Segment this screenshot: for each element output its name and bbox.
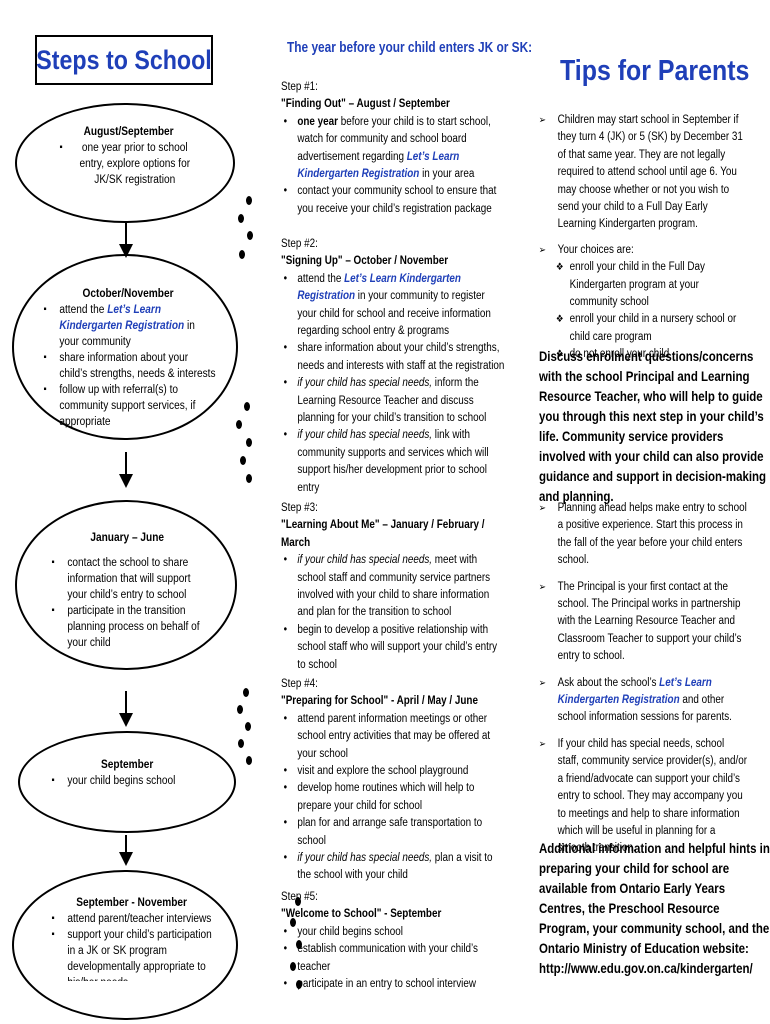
timeline-box-5-text: September - November attend parent/teach… [48, 895, 215, 981]
arrow-2 [125, 452, 127, 478]
ministry-url: http://www.edu.gov.on.ca/kindergarten/ [539, 960, 753, 976]
timeline-box-5 [12, 870, 238, 1020]
step-5: Step #5: "Welcome to School" - September… [281, 889, 506, 994]
timeline-box-1-text: August/September one year prior to schoo… [56, 124, 201, 188]
middle-heading: The year before your child enters JK or … [287, 40, 533, 56]
arrowhead-4 [119, 852, 133, 866]
timeline-box-4 [18, 731, 236, 833]
arrow-4 [125, 835, 127, 857]
timeline-box-3 [15, 500, 237, 670]
arrow-3 [125, 691, 127, 717]
timeline-box-2-text: October/November attend the Let’s Learn … [40, 286, 216, 430]
step-3: Step #3: "Learning About Me" – January /… [281, 500, 506, 674]
tips-title: Tips for Parents [560, 55, 750, 87]
step-4: Step #4: "Preparing for School" - April … [281, 676, 506, 885]
timeline-box-3-text: January – June contact the school to sha… [48, 530, 206, 651]
arrowhead-3 [119, 713, 133, 727]
tips-bold-discuss: Discuss enrolment questions/concerns wit… [539, 348, 767, 504]
timeline-box-4-text: September your child begins school [48, 757, 206, 789]
tips-block-1: Children may start school in September i… [537, 112, 748, 364]
tips-bold-additional: Additional information and helpful hints… [539, 838, 770, 978]
step-2: Step #2: "Signing Up" – October / Novemb… [281, 236, 506, 497]
title-box: Steps to School [35, 35, 213, 85]
timeline-box-2 [12, 254, 238, 440]
step-1: Step #1: "Finding Out" – August / Septem… [281, 79, 506, 218]
page-title: Steps to School [36, 44, 212, 75]
arrow-1 [125, 222, 127, 248]
arrowhead-2 [119, 474, 133, 488]
tips-block-2: Planning ahead helps make entry to schoo… [537, 500, 748, 858]
